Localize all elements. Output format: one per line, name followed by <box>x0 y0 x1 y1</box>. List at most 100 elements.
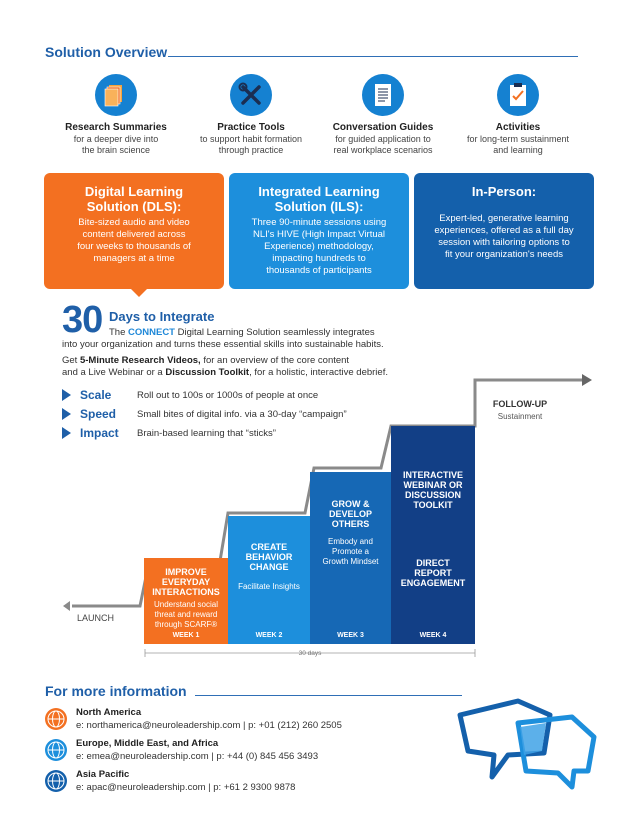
week-label: INTERACTIONS <box>152 587 220 597</box>
triangle-bullet-icon <box>62 389 71 401</box>
region-name: Asia Pacific <box>76 769 130 780</box>
globe-icon <box>45 708 67 730</box>
divider <box>168 56 578 57</box>
tool-title: Practice Tools <box>217 122 285 133</box>
days-title: Days to Integrate <box>109 309 215 324</box>
text: The <box>109 327 129 338</box>
bullet-name: Impact <box>80 426 119 440</box>
week-1-column: IMPROVE EVERYDAY INTERACTIONS Understand… <box>144 558 228 644</box>
tool-desc: and learning <box>493 145 543 155</box>
triangle-bullet-icon <box>62 427 71 439</box>
offering-desc: managers at a time <box>93 253 175 264</box>
offering-desc: session with tailoring options to <box>438 237 570 248</box>
week-label: DIRECT <box>416 558 450 568</box>
region-name: Europe, Middle East, and Africa <box>76 738 219 749</box>
week-label: EVERYDAY <box>161 577 211 587</box>
clipboard-icon <box>497 74 539 116</box>
days-number: 30 <box>62 299 103 341</box>
divider <box>195 695 462 696</box>
follow-up-sub: Sustainment <box>497 412 543 421</box>
offering-desc: impacting hundreds to <box>272 253 366 264</box>
pages-icon <box>95 74 137 116</box>
tool-title: Conversation Guides <box>332 122 434 133</box>
week-sub: Understand social <box>153 600 219 609</box>
launch-label: LAUNCH <box>77 613 115 623</box>
offering-title: Digital Learning <box>84 184 184 199</box>
globe-icon <box>45 770 67 792</box>
offering-desc: content delivered across <box>82 229 186 240</box>
offering-pointer <box>130 288 148 297</box>
week-number: WEEK 3 <box>337 632 364 639</box>
week-number: WEEK 4 <box>419 632 447 639</box>
tool-desc: the brain science <box>81 145 151 155</box>
region-contact[interactable]: e: emea@neuroleadership.com | p: +44 (0)… <box>76 751 319 762</box>
week-number: WEEK 1 <box>172 632 200 639</box>
region-name: North America <box>76 707 142 718</box>
section-title-more-info: For more information <box>45 683 187 699</box>
offering-desc: NLI's HIVE (High Impact Virtual <box>252 229 386 240</box>
region-contact[interactable]: e: northamerica@neuroleadership.com | p:… <box>76 720 342 731</box>
text: for an overview of the core content <box>200 355 350 366</box>
bullet-desc: Small bites of digital info. via a 30-da… <box>137 409 347 420</box>
connect-highlight: CONNECT <box>128 327 175 338</box>
follow-up: FOLLOW-UP Sustainment <box>480 399 560 421</box>
region-contact[interactable]: e: apac@neuroleadership.com | p: +61 2 9… <box>76 782 296 793</box>
bullet-name: Scale <box>80 388 112 402</box>
offering-desc: Experience) methodology, <box>264 241 374 252</box>
week-label: CHANGE <box>249 562 289 572</box>
bold-text: 5-Minute Research Videos, <box>79 355 201 366</box>
week-label: ENGAGEMENT <box>400 578 466 588</box>
week-label: INTERACTIVE <box>402 470 463 480</box>
text: and a Live Webinar or a <box>62 367 166 378</box>
offering-desc: Three 90-minute sessions using <box>251 217 387 228</box>
offering-title: Solution (ILS): <box>274 199 364 214</box>
document-icon <box>362 74 404 116</box>
offering-dls: Digital Learning Solution (DLS): Bite-si… <box>44 173 224 289</box>
week-label: REPORT <box>414 568 452 578</box>
week-label: BEHAVIOR <box>245 552 293 562</box>
speech-bubbles-icon <box>457 698 597 790</box>
offering-ils: Integrated Learning Solution (ILS): Thre… <box>229 173 409 289</box>
offering-in-person: In-Person: Expert-led, generative learni… <box>414 173 594 289</box>
week-sub: Embody and <box>328 537 373 546</box>
tool-desc: to support habit formation <box>199 134 303 144</box>
tools-icon <box>230 74 272 116</box>
week-label: IMPROVE <box>165 567 207 577</box>
bold-text: Discussion Toolkit <box>165 367 250 378</box>
tool-practice-tools: Practice Tools to support habit formatio… <box>176 74 326 156</box>
offering-desc: Bite-sized audio and video <box>78 217 190 228</box>
triangle-bullet-icon <box>62 408 71 420</box>
offering-desc: thousands of participants <box>266 265 372 276</box>
section-title-solution-overview: Solution Overview <box>45 44 168 60</box>
week-sub: threat and reward <box>154 610 218 619</box>
integrate-paragraph-1: The CONNECT Digital Learning Solution se… <box>109 327 375 339</box>
week-2-column: CREATE BEHAVIOR CHANGE Facilitate Insigh… <box>228 516 310 644</box>
week-label: GROW & <box>331 499 370 509</box>
offering-title: In-Person: <box>471 184 537 199</box>
text: Get <box>62 355 80 366</box>
tool-conversation-guides: Conversation Guides for guided applicati… <box>308 74 458 156</box>
bullet-desc: Brain-based learning that “sticks” <box>137 428 276 439</box>
tool-activities: Activities for long-term sustainment and… <box>443 74 593 156</box>
week-label: CREATE <box>250 542 288 552</box>
offering-desc: four weeks to thousands of <box>77 241 191 252</box>
tool-title: Research Summaries <box>65 122 167 133</box>
week-number: WEEK 2 <box>255 632 283 639</box>
text: , for a holistic, interactive debrief. <box>249 367 388 378</box>
week-sub: Growth Mindset <box>322 557 379 566</box>
week-4-column: INTERACTIVE WEBINAR OR DISCUSSION TOOLKI… <box>391 426 475 644</box>
week-label: DEVELOP <box>328 509 372 519</box>
tool-title: Activities <box>495 122 541 133</box>
duration-label: 30 days <box>298 650 322 657</box>
offering-desc: Expert-led, generative learning <box>439 213 569 224</box>
week-sub: Facilitate Insights <box>238 582 300 591</box>
week-3-column: GROW & DEVELOP OTHERS Embody and Promote… <box>310 472 391 644</box>
tool-desc: for long-term sustainment <box>466 134 570 144</box>
week-sub: through SCARF® <box>154 620 218 629</box>
text: Digital Learning Solution seamlessly int… <box>175 327 375 338</box>
offering-title: Integrated Learning <box>258 184 380 199</box>
week-label: TOOLKIT <box>413 500 453 510</box>
bullet-name: Speed <box>80 407 117 421</box>
bullet-desc: Roll out to 100s or 1000s of people at o… <box>137 390 319 401</box>
week-sub: Promote a <box>332 547 369 556</box>
